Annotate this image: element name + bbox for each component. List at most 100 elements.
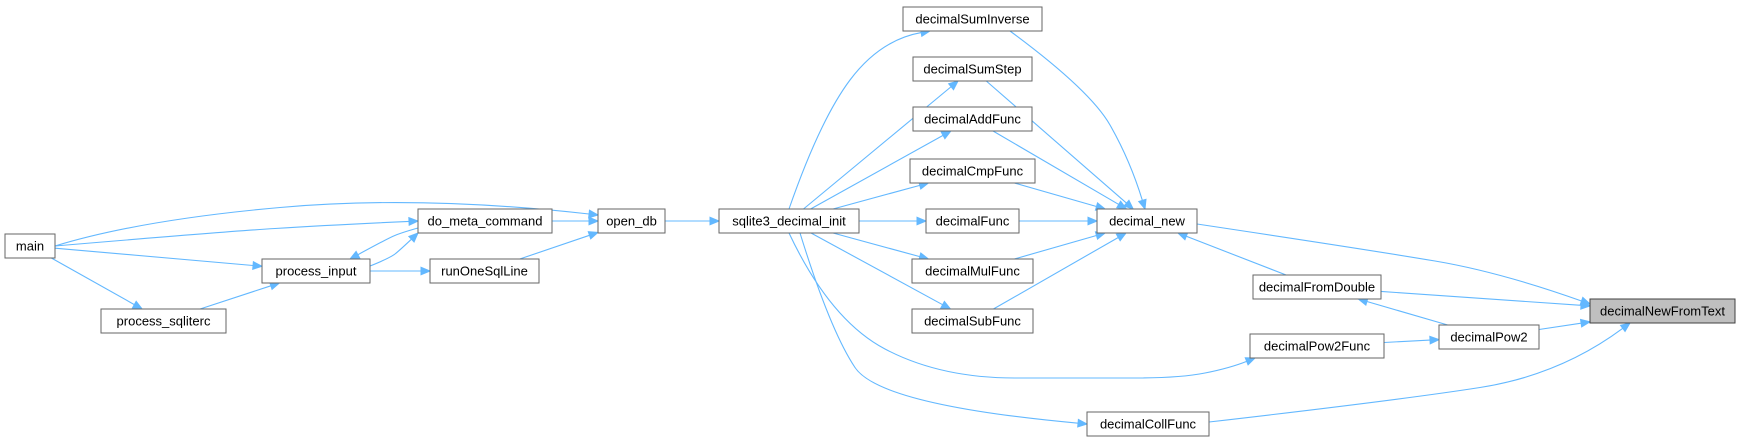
- node-process_sqliterc[interactable]: process_sqliterc: [100, 308, 227, 334]
- arrowhead: [1115, 232, 1128, 242]
- edge-sqlite3_decimal_init-to-decimalPow2Func: [788, 232, 1257, 379]
- node-box: [4, 233, 56, 259]
- arrowhead: [916, 216, 928, 226]
- arrowhead: [1244, 357, 1257, 366]
- node-box: [1438, 324, 1540, 350]
- edge-line: [1009, 30, 1143, 201]
- arrowhead: [408, 216, 420, 226]
- edge-decimalSubFunc-to-decimal_new: [993, 232, 1128, 310]
- edge-line: [799, 232, 1079, 424]
- edge-line: [985, 80, 1127, 204]
- node-box: [911, 258, 1034, 284]
- arrowhead: [1619, 322, 1632, 333]
- edge-decimalSumInverse-to-decimal_new: [1009, 30, 1147, 211]
- node-label: decimalSumInverse: [915, 12, 1029, 27]
- node-box: [1252, 274, 1382, 300]
- node-box: [100, 308, 227, 334]
- edge-line: [1208, 327, 1624, 423]
- edge-decimalAddFunc-to-decimal_new: [992, 130, 1128, 210]
- node-decimal_new[interactable]: decimal_new: [1096, 208, 1198, 234]
- node-decimalSumInverse[interactable]: decimalSumInverse: [902, 6, 1043, 32]
- node-label: decimalSumStep: [923, 62, 1021, 77]
- node-decimalAddFunc[interactable]: decimalAddFunc: [912, 106, 1033, 132]
- node-decimalPow2[interactable]: decimalPow2: [1438, 324, 1540, 350]
- node-decimalSumStep[interactable]: decimalSumStep: [912, 56, 1033, 82]
- node-decimalCmpFunc[interactable]: decimalCmpFunc: [909, 158, 1036, 184]
- edge-main-to-open_db: [54, 201, 600, 247]
- edge-line: [519, 234, 590, 260]
- arrowhead: [252, 260, 264, 270]
- node-label: decimalMulFunc: [925, 264, 1020, 279]
- node-label: decimalSubFunc: [924, 314, 1021, 329]
- edge-line: [1014, 182, 1097, 208]
- node-label: decimalAddFunc: [924, 112, 1021, 127]
- node-label: decimal_new: [1109, 214, 1185, 229]
- edge-line: [803, 86, 952, 210]
- arrowhead: [1123, 199, 1135, 210]
- edge-decimalFunc-to-decimal_new: [1019, 216, 1099, 226]
- node-label: decimalFromDouble: [1259, 280, 1375, 295]
- arrowhead: [588, 209, 600, 219]
- edge-decimalMulFunc-to-decimal_new: [1014, 231, 1107, 260]
- node-process_input[interactable]: process_input: [261, 258, 371, 284]
- edge-line: [832, 232, 920, 258]
- node-sqlite3_decimal_init[interactable]: sqlite3_decimal_init: [718, 208, 860, 234]
- node-decimalFromDouble[interactable]: decimalFromDouble: [1252, 274, 1382, 300]
- arrowhead: [1077, 418, 1089, 428]
- arrowhead: [1176, 232, 1189, 241]
- edge-line: [51, 257, 135, 306]
- edge-line: [1383, 339, 1431, 344]
- edge-sqlite3_decimal_init-to-decimalAddFunc: [810, 130, 953, 210]
- edge-decimalFromDouble-to-decimal_new: [1176, 232, 1287, 276]
- arrowhead: [709, 216, 721, 226]
- edge-main-to-do_meta_command: [54, 216, 420, 247]
- edge-line: [54, 201, 590, 247]
- arrowhead: [939, 300, 952, 310]
- node-box: [597, 208, 666, 234]
- edge-main-to-process_input: [54, 247, 264, 270]
- node-main[interactable]: main: [4, 233, 56, 259]
- edge-line: [810, 232, 943, 306]
- node-box: [417, 208, 553, 234]
- edge-line: [832, 184, 920, 210]
- node-label: decimalCollFunc: [1100, 417, 1197, 432]
- node-box: [902, 6, 1043, 32]
- arrowhead: [1429, 335, 1441, 345]
- node-box: [261, 258, 371, 284]
- edge-process_sqliterc-to-process_input: [199, 281, 281, 310]
- arrowhead: [420, 266, 432, 276]
- arrowhead: [940, 130, 953, 140]
- edge-do_meta_command-to-process_input: [348, 227, 419, 260]
- node-label: decimalNewFromText: [1600, 304, 1725, 319]
- node-label: process_sqliterc: [117, 314, 211, 329]
- node-label: runOneSqlLine: [441, 264, 528, 279]
- arrowhead: [947, 80, 960, 91]
- edge-decimalSumStep-to-decimal_new: [985, 80, 1135, 210]
- node-box: [1589, 298, 1736, 324]
- node-decimalMulFunc[interactable]: decimalMulFunc: [911, 258, 1034, 284]
- edge-line: [54, 220, 410, 247]
- arrowhead: [1137, 198, 1147, 211]
- node-box: [1086, 411, 1210, 437]
- edge-decimalCmpFunc-to-decimal_new: [1014, 182, 1107, 211]
- edge-line: [54, 247, 254, 267]
- node-do_meta_command[interactable]: do_meta_command: [417, 208, 553, 234]
- edge-sqlite3_decimal_init-to-decimalFunc: [859, 216, 928, 226]
- node-decimalNewFromText[interactable]: decimalNewFromText: [1589, 298, 1736, 324]
- node-decimalPow2Func[interactable]: decimalPow2Func: [1249, 333, 1385, 359]
- edges-layer: [51, 28, 1632, 428]
- edge-line: [810, 134, 944, 210]
- node-decimalSubFunc[interactable]: decimalSubFunc: [911, 308, 1034, 334]
- arrowhead: [587, 231, 600, 240]
- edge-line: [992, 130, 1119, 205]
- node-decimalFunc[interactable]: decimalFunc: [925, 208, 1020, 234]
- edge-main-to-process_sqliterc: [51, 257, 144, 310]
- node-decimalCollFunc[interactable]: decimalCollFunc: [1086, 411, 1210, 437]
- arrowhead: [1580, 300, 1592, 310]
- node-label: open_db: [606, 214, 657, 229]
- node-open_db[interactable]: open_db: [597, 208, 666, 234]
- node-runOneSqlLine[interactable]: runOneSqlLine: [429, 258, 540, 284]
- arrowhead: [588, 216, 600, 226]
- edge-line: [357, 227, 419, 256]
- edge-line: [199, 285, 272, 310]
